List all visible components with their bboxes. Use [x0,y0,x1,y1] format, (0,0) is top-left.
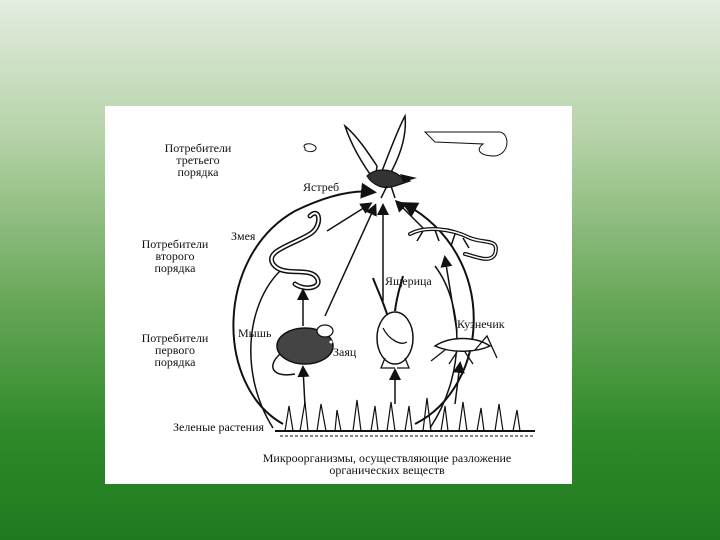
microorganisms-caption: Микроорганизмы, осуществляющие разложени… [227,452,547,476]
lizard-label: Ящерица [385,275,432,287]
arrow-snake-to-hawk [327,204,370,231]
snake-label: Змея [231,230,255,242]
level-third-line-3: порядка [143,166,253,178]
mouse-label: Мышь [238,327,271,339]
arrow-grasshopper-to-lizard [445,258,457,332]
lizard-icon [410,229,496,259]
microorganisms-line-2: органических веществ [227,464,547,476]
hare-icon [373,276,413,368]
arrow-mouse-to-hawk [325,206,375,316]
green-plants-icon [275,398,535,436]
mouse-icon [273,325,333,375]
grasshopper-label: Кузнечик [457,318,505,330]
arrow-plants-to-mouse [303,368,305,406]
level-first-label: Потребители первого порядка [125,332,225,368]
grasshopper-icon [431,336,497,364]
cloud-small-icon [304,144,316,152]
cloud-icon [425,132,507,156]
green-plants-label: Зеленые растения [173,421,264,433]
level-first-line-3: порядка [125,356,225,368]
hawk-label: Ястреб [303,181,339,193]
level-third-label: Потребители третьего порядка [143,142,253,178]
hare-label: Заяц [333,346,356,358]
hawk-icon [345,116,417,198]
level-second-line-3: порядка [125,262,225,274]
inner-cycle-left [251,271,280,428]
food-web-diagram: Потребители третьего порядка Потребители… [105,106,572,484]
level-second-label: Потребители второго порядка [125,238,225,274]
